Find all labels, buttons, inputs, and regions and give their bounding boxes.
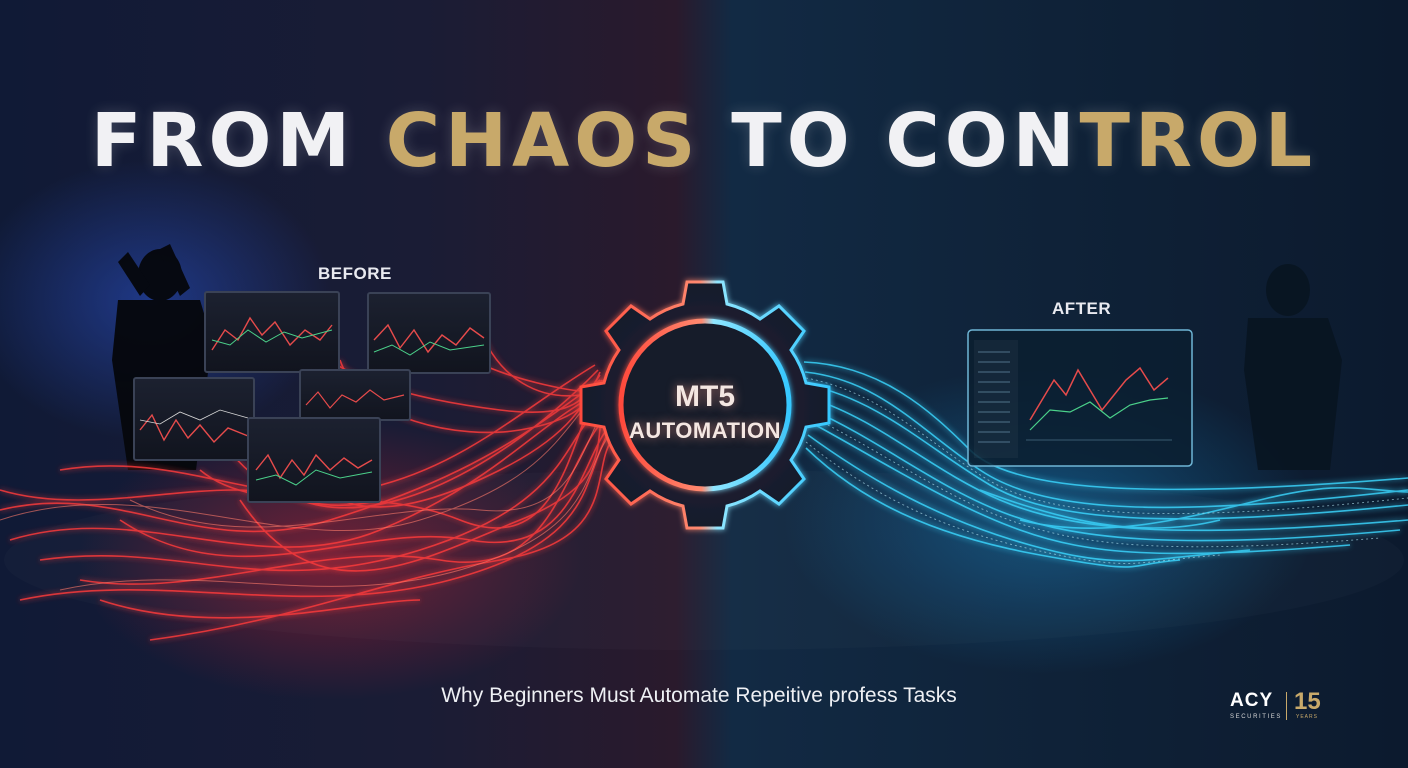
headline-part-3: TO CON [700, 98, 1080, 184]
headline-part-1: FROM [90, 98, 386, 184]
organized-trading-monitor [967, 329, 1193, 467]
chaotic-trading-monitors [133, 291, 491, 503]
after-label: AFTER [1052, 299, 1112, 318]
headline-title: FROM CHAOS TO CONTROL [0, 98, 1408, 184]
automation-gear [579, 280, 831, 530]
logo-divider [1286, 692, 1287, 720]
gear-caption-line-1: MT5 [675, 380, 735, 413]
logo-anniversary: 15 [1294, 688, 1321, 715]
monitor-1 [204, 291, 340, 373]
monitor-4 [299, 369, 411, 421]
gear-caption-line-2: AUTOMATION [628, 418, 782, 443]
subtitle: Why Beginners Must Automate Repeitive pr… [441, 684, 957, 707]
monitor-3 [133, 377, 255, 461]
acy-securities-logo: ACY SECURITIES 15 YEARS [1230, 688, 1330, 724]
before-label: BEFORE [318, 264, 392, 283]
gear-caption: MT5 AUTOMATION [600, 380, 810, 444]
logo-brand: ACY [1230, 690, 1274, 711]
monitor-2 [367, 292, 491, 374]
headline-part-2: CHAOS [385, 98, 701, 184]
monitor-5 [247, 417, 381, 503]
headline-part-4: TROL [1079, 98, 1318, 184]
logo-anniversary-unit: YEARS [1296, 714, 1318, 720]
calm-trader-silhouette [1244, 264, 1342, 470]
logo-tagline: SECURITIES [1230, 714, 1283, 720]
